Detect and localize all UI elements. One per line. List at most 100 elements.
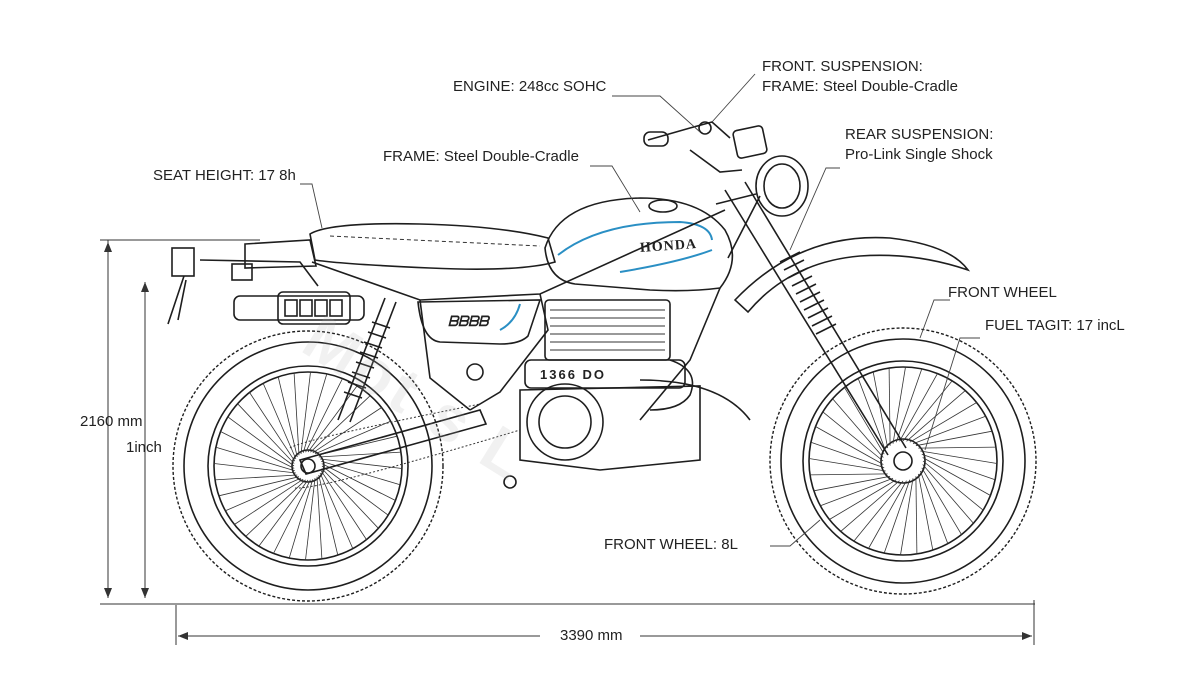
rear-wheel-spoke [227,416,295,467]
rear-wheel-spoke [314,420,391,455]
front-wheel-spoke [909,402,977,443]
height-dimension [100,239,260,598]
front-wheel-spoke [899,373,938,442]
rear-wheel-spoke [321,463,396,501]
front-wheel-spoke [915,476,918,555]
rear-wheel-spoke [237,403,295,464]
label-front-suspension-line2: FRAME: Steel Double-Cradle [762,78,958,95]
rear-wheel-spoke [262,383,297,460]
rear-wheel-spoke [310,395,371,453]
rear-wheel-spoke [293,372,300,456]
front-wheel-spoke [840,480,900,532]
front-wheel-spoke [922,460,984,511]
front-wheel-spoke [822,411,884,462]
leader-lines [300,73,980,547]
rear-wheel-spoke [305,478,316,561]
rear-rack [167,239,319,325]
rear-wheel-spoke [319,472,354,549]
rear-wheel-spoke [273,479,311,554]
front-wheel-spoke [915,430,993,447]
label-front-wheel-bottom: FRONT WHEEL: 8L [604,536,738,553]
front-wheel-spoke [820,477,894,507]
front-wheel-spoke [872,371,889,449]
front-wheel-spoke [883,479,911,554]
rear-wheel [172,330,444,602]
front-wheel-spoke [912,415,986,445]
front-wheel-spoke [809,473,888,476]
engine [466,299,751,489]
front-wheel-spoke [900,478,914,556]
front-wheel [769,327,1037,595]
front-wheel-spoke [888,367,891,446]
front-wheel-spoke [892,366,906,444]
front-wheel-spoke [895,368,923,443]
length-dimension [175,600,1035,645]
rear-shock [337,297,397,423]
rear-wheel-spoke [225,477,302,512]
rear-wheel-spoke [316,476,323,560]
front-fork [715,181,907,456]
front-wheel-spoke [857,378,887,452]
front-wheel-spoke [868,480,907,549]
front-wheel-spoke [922,464,974,524]
rear-wheel-spoke [302,373,328,453]
label-front-suspension-line1: FRONT. SUSPENSION: [762,58,923,75]
swingarm [289,403,521,489]
rear-wheel-spoke [321,465,389,516]
handlebar [643,121,743,173]
dimension-height-mm: 2160 mm [80,413,143,430]
front-wheel-spoke [832,398,884,458]
rear-wheel-spoke [321,460,401,486]
front-wheel-spoke [921,453,996,481]
rear-wheel-spoke [249,392,296,462]
front-wheel-spoke [919,470,949,544]
side-panel-text: ᗷᗷᗷᗷ [448,313,489,329]
fuel-tank [544,197,734,292]
rear-wheel-spoke [218,476,300,497]
rear-wheel-spoke [312,407,382,454]
rear-wheel-spoke [307,385,358,453]
rear-wheel-spoke [215,446,295,472]
rear-wheel-spoke [305,378,343,453]
rear-wheel-spoke [258,479,309,547]
rear-wheel-spoke [220,431,295,469]
label-front-wheel-top: FRONT WHEEL [948,284,1057,301]
front-wheel-spoke [920,450,998,464]
engine-cover-text: 1366 DO [540,367,607,382]
front-wheel-spoke [844,387,885,455]
label-rear-suspension-line1: REAR SUSPENSION: [845,126,994,143]
front-wheel-spoke [853,480,904,542]
front-wheel-spoke [917,473,934,551]
rear-wheel-spoke [318,451,402,458]
rear-wheel-spoke [321,468,379,529]
front-wheel-spoke [810,441,885,469]
front-wheel-spoke [918,446,997,449]
front-wheel-spoke [808,458,886,472]
label-seat-height: SEAT HEIGHT: 17 8h [153,167,296,184]
rear-wheel-spoke [214,474,298,481]
front-wheel-spoke [921,467,962,535]
front-wheel-spoke [813,475,891,492]
seat [309,222,556,270]
front-fender [733,236,971,314]
rear-wheel-spoke [318,474,339,556]
headlight [732,125,809,217]
front-wheel-spoke [829,479,897,520]
rear-wheel-spoke [288,479,314,559]
front-wheel-spoke [815,426,884,465]
rear-wheel-spoke [277,376,298,458]
rear-wheel-spoke [245,479,306,537]
label-rear-suspension-line2: Pro-Link Single Shock [845,146,993,163]
label-engine: ENGINE: 248cc SOHC [453,78,607,95]
rear-wheel-spoke [320,470,367,540]
muffler [233,291,365,325]
rear-wheel-spoke [320,458,403,469]
front-wheel-spoke [922,457,991,496]
label-frame: FRAME: Steel Double-Cradle [383,148,579,165]
label-fuel-tank: FUEL TAGIT: 17 incL [985,317,1125,334]
rear-wheel-spoke [234,478,304,525]
rear-wheel-spoke [300,371,311,454]
dimension-height-inch: 1inch [126,439,162,456]
dimension-length: 3390 mm [560,627,623,644]
